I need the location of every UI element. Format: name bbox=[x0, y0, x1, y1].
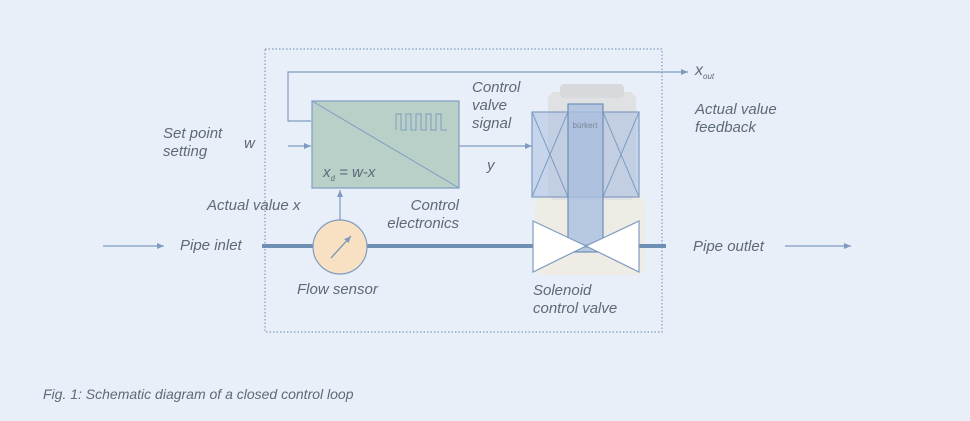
control-valve-signal-label: Control valve signal bbox=[472, 79, 521, 132]
control-electronics-label: Control electronics bbox=[387, 197, 459, 232]
pwm-signal-icon bbox=[395, 113, 447, 131]
controller-diagonal bbox=[311, 100, 460, 189]
pipe-outlet-label: Pipe outlet bbox=[693, 238, 764, 255]
flow-sensor-needle bbox=[330, 235, 352, 259]
figure-caption: Fig. 1: Schematic diagram of a closed co… bbox=[43, 386, 354, 402]
flow-sensor-label: Flow sensor bbox=[297, 281, 378, 298]
actual-value-x-label: Actual value x bbox=[207, 197, 301, 214]
solenoid-valve-label: Solenoid control valve bbox=[533, 282, 618, 317]
valve-body bbox=[532, 220, 588, 273]
setpoint-w-label: w bbox=[244, 135, 255, 152]
set-point-label: Set point setting bbox=[163, 125, 223, 160]
system-boundary bbox=[264, 48, 663, 333]
flow-sensor-dial bbox=[312, 219, 368, 275]
solenoid-coil bbox=[531, 103, 640, 253]
valve-brand-label: bürkert bbox=[573, 121, 599, 130]
output-y-label: y bbox=[487, 157, 495, 174]
actual-value-feedback-label: Actual value feedback bbox=[695, 101, 777, 136]
pipe-inlet-label: Pipe inlet bbox=[180, 237, 242, 254]
error-formula-label: xd = w-x bbox=[323, 164, 376, 183]
valve-body-right bbox=[584, 220, 640, 273]
x-out-label: xout bbox=[695, 62, 715, 82]
feedback-line bbox=[287, 69, 688, 122]
